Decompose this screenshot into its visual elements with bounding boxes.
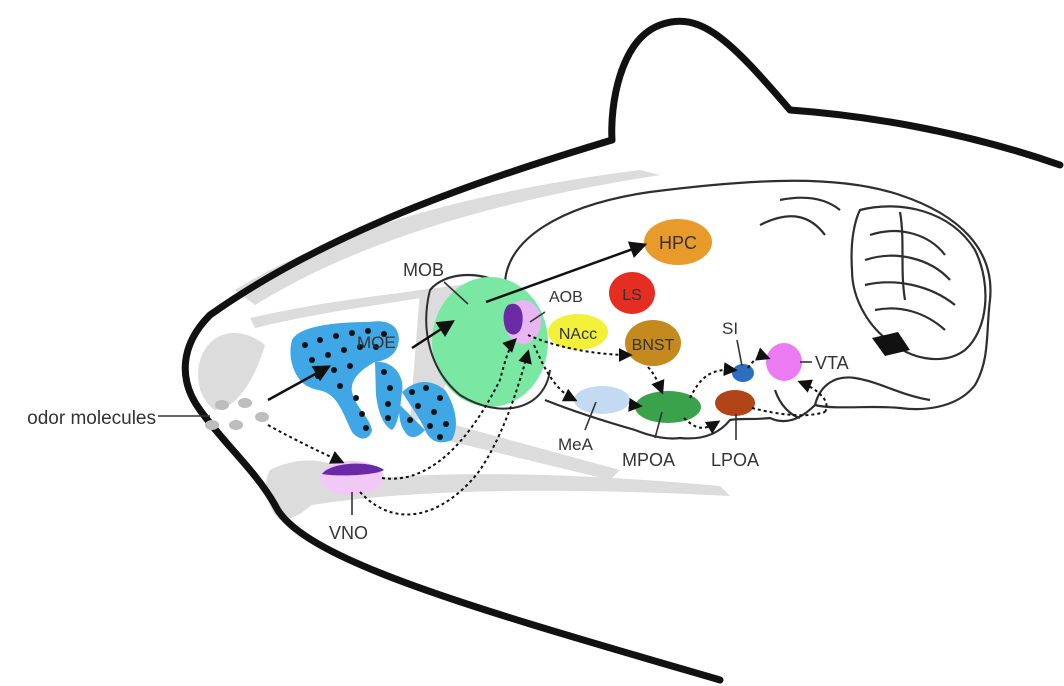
vta-region [766,343,802,381]
upper-thin-bone [250,290,420,328]
cerebellum-outline [850,205,987,361]
vno-region [320,461,384,495]
label-leaders [158,281,812,515]
odor-molecules [205,398,269,430]
label-si: SI [722,319,738,338]
lpoa-region [715,390,755,416]
label-lpoa: LPOA [711,450,759,470]
label-vta: VTA [815,353,849,373]
label-odor-molecules: odor molecules [27,408,156,429]
label-nacc: NAcc [559,326,597,343]
label-bnst: BNST [632,337,675,354]
label-moe: MOE [357,333,396,352]
label-mob: MOB [403,260,444,280]
label-aob: AOB [549,289,583,306]
mob-outline [425,289,551,410]
mpoa-region [635,391,701,423]
upper-bone-band [235,170,660,305]
label-hpc: HPC [659,233,697,253]
label-vno: VNO [329,523,368,543]
ls-region [609,272,655,314]
lower-bone-band [275,474,730,510]
moe-region [290,321,456,443]
bnst-region [625,320,681,366]
solid-arrows [267,241,648,402]
mob-region [432,277,548,407]
hpc-region [644,219,712,265]
aob-region-dark [503,303,523,335]
label-mea: MeA [558,435,594,454]
palate-bone [445,425,620,480]
dotted-arrows [267,334,828,516]
label-ls: LS [622,287,642,304]
dark-notch [872,332,910,356]
label-mpoa: MPOA [622,450,675,470]
brain-outline [429,179,992,440]
nacc-region [548,314,608,350]
si-region [732,364,754,382]
head-outline [181,17,1064,684]
mea-region [574,386,630,414]
nasal-bone-lobe [198,333,265,410]
